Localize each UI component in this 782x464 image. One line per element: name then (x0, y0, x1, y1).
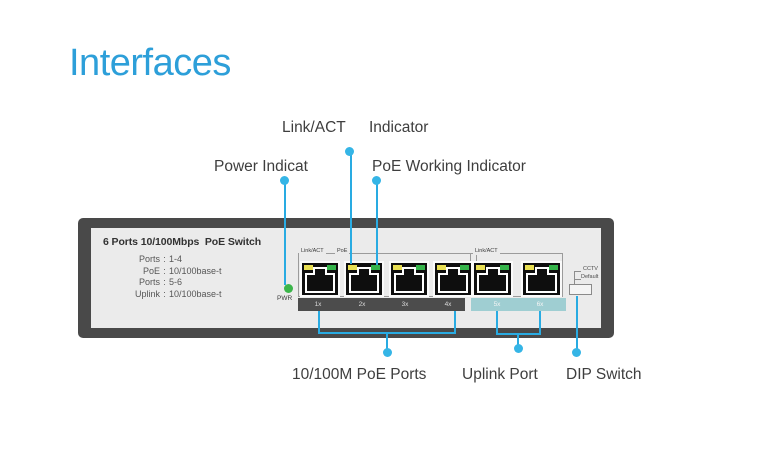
port-number-label: 1x (314, 301, 322, 308)
dip-cctv-label: CCTV (583, 266, 598, 272)
callout-line-link-act (350, 151, 352, 264)
link-act-led-icon (437, 265, 446, 270)
callout-dot-link-act (345, 147, 354, 156)
poe-led-icon (327, 265, 336, 270)
callout-label-poe-ports: 10/100M PoE Ports (292, 366, 427, 383)
callout-dot-dip (572, 348, 581, 357)
callout-label-dip-switch: DIP Switch (566, 366, 642, 383)
callout-line-power (284, 180, 286, 285)
bracket-line-uplink (539, 311, 541, 335)
rj45-tab (357, 267, 371, 275)
bracket-line-uplink (496, 311, 498, 335)
poe-led-icon (371, 265, 380, 270)
link-led-icon (500, 265, 509, 270)
rj45-tab (313, 267, 327, 275)
power-led-icon (284, 284, 293, 293)
rj45-opening (438, 273, 468, 293)
port-4 (433, 261, 473, 297)
dip-default-label: Default (581, 274, 599, 280)
link-act-led-icon (304, 265, 313, 270)
switch-model-title: 6 Ports 10/100Mbps PoE Switch (103, 236, 262, 248)
poe-led-icon (416, 265, 425, 270)
switch-faceplate: 6 Ports 10/100Mbps PoE Switch Ports:1-4 … (91, 228, 601, 328)
spec-list: Ports:1-4 PoE:10/100base-t Ports:5-6 Upl… (114, 254, 222, 300)
callout-dot-uplink (514, 344, 523, 353)
port-2 (344, 261, 384, 297)
spec-row: Ports:5-6 (138, 277, 183, 288)
rj45-opening (305, 273, 335, 293)
port-number-label: 5x (493, 301, 501, 308)
page-title: Interfaces (69, 42, 231, 84)
callout-line-dip (576, 296, 578, 350)
poe-ports-number-strip: 1x 2x 3x 4x (298, 298, 465, 311)
uplink-group-link-act-label: Link/ACT (473, 248, 500, 255)
bracket-line-poe (318, 311, 320, 334)
rj45-tab (485, 267, 500, 275)
spec-row: Uplink:10/100base-t (134, 288, 222, 299)
port-6 (521, 261, 562, 297)
port-number-label: 3x (401, 301, 409, 308)
spec-row: Ports:1-4 (138, 254, 183, 264)
dip-bracket-line (574, 279, 581, 280)
callout-label-uplink-port: Uplink Port (462, 366, 538, 383)
bracket-line-poe (386, 332, 388, 350)
callout-label-link-act: Link/ACT (282, 119, 346, 136)
rj45-opening (526, 273, 557, 293)
rj45-tab (446, 267, 460, 275)
rj45-opening (394, 273, 424, 293)
callout-label-link-act-indicator: Indicator (369, 119, 429, 136)
switch-bezel: 6 Ports 10/100Mbps PoE Switch Ports:1-4 … (78, 218, 614, 338)
power-led-label: PWR (277, 295, 293, 302)
link-act-led-icon (393, 265, 402, 270)
bracket-line-uplink (517, 333, 519, 346)
rj45-tab (534, 267, 549, 275)
poe-group-link-act-label: Link/ACT (299, 248, 326, 255)
callout-label-poe-working-indicator: PoE Working Indicator (372, 158, 526, 175)
callout-line-poe-working (376, 180, 378, 265)
port-3 (389, 261, 429, 297)
port-1 (300, 261, 340, 297)
port-number-label: 6x (536, 301, 544, 308)
rj45-opening (349, 273, 379, 293)
callout-dot-poe-ports (383, 348, 392, 357)
dip-bracket-line (574, 271, 581, 272)
bracket-line-poe (454, 311, 456, 334)
poe-led-icon (460, 265, 469, 270)
port-5 (472, 261, 513, 297)
callout-label-power-indicator: Power Indicat (214, 158, 308, 175)
link-act-led-icon (348, 265, 357, 270)
link-act-led-icon (476, 265, 485, 270)
uplink-ports-number-strip: 5x 6x (471, 298, 566, 311)
rj45-opening (477, 273, 508, 293)
rj45-tab (402, 267, 416, 275)
poe-group-poe-label: PoE (335, 248, 350, 255)
port-number-label: 4x (444, 301, 452, 308)
link-led-icon (549, 265, 558, 270)
callout-dot-poe-working (372, 176, 381, 185)
callout-dot-power (280, 176, 289, 185)
link-act-led-icon (525, 265, 534, 270)
port-number-label: 2x (358, 301, 366, 308)
dip-switch-icon (569, 284, 592, 295)
dip-bracket-line (574, 271, 575, 284)
spec-row: PoE:10/100base-t (142, 265, 222, 276)
